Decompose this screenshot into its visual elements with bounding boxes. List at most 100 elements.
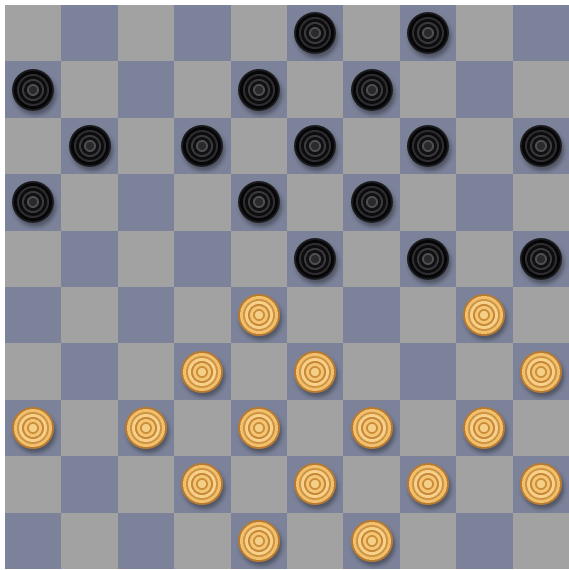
- board-square[interactable]: [231, 287, 287, 343]
- board-square[interactable]: [287, 231, 343, 287]
- board-square[interactable]: [5, 174, 61, 230]
- board-square[interactable]: [61, 61, 117, 117]
- board-square[interactable]: [174, 400, 230, 456]
- board-square[interactable]: [343, 231, 399, 287]
- board-square[interactable]: [400, 5, 456, 61]
- board-square[interactable]: [118, 343, 174, 399]
- board-square[interactable]: [513, 118, 569, 174]
- board-square[interactable]: [118, 174, 174, 230]
- white-piece[interactable]: [294, 351, 336, 393]
- board-square[interactable]: [118, 287, 174, 343]
- board-square[interactable]: [5, 287, 61, 343]
- board-square[interactable]: [231, 343, 287, 399]
- board-square[interactable]: [456, 5, 512, 61]
- board-square[interactable]: [513, 400, 569, 456]
- board-square[interactable]: [400, 118, 456, 174]
- board-square[interactable]: [61, 513, 117, 569]
- board-square[interactable]: [287, 174, 343, 230]
- black-piece[interactable]: [520, 238, 562, 280]
- board-square[interactable]: [118, 400, 174, 456]
- board-square[interactable]: [400, 343, 456, 399]
- board-square[interactable]: [456, 118, 512, 174]
- board-square[interactable]: [456, 287, 512, 343]
- board-square[interactable]: [287, 400, 343, 456]
- board-square[interactable]: [118, 5, 174, 61]
- board-square[interactable]: [287, 456, 343, 512]
- board-square[interactable]: [5, 343, 61, 399]
- board-square[interactable]: [174, 61, 230, 117]
- board-square[interactable]: [174, 513, 230, 569]
- board-square[interactable]: [287, 343, 343, 399]
- board-square[interactable]: [231, 174, 287, 230]
- black-piece[interactable]: [407, 238, 449, 280]
- board-square[interactable]: [5, 5, 61, 61]
- board-square[interactable]: [174, 287, 230, 343]
- board-square[interactable]: [513, 343, 569, 399]
- white-piece[interactable]: [520, 463, 562, 505]
- board-square[interactable]: [513, 61, 569, 117]
- board-square[interactable]: [513, 231, 569, 287]
- board-square[interactable]: [287, 513, 343, 569]
- white-piece[interactable]: [294, 463, 336, 505]
- board-square[interactable]: [343, 343, 399, 399]
- board-square[interactable]: [343, 118, 399, 174]
- black-piece[interactable]: [351, 181, 393, 223]
- board-square[interactable]: [231, 61, 287, 117]
- board-square[interactable]: [61, 287, 117, 343]
- board-square[interactable]: [61, 231, 117, 287]
- white-piece[interactable]: [238, 407, 280, 449]
- board-square[interactable]: [287, 5, 343, 61]
- white-piece[interactable]: [463, 407, 505, 449]
- board-square[interactable]: [231, 5, 287, 61]
- white-piece[interactable]: [238, 294, 280, 336]
- black-piece[interactable]: [520, 125, 562, 167]
- board-square[interactable]: [513, 287, 569, 343]
- board-square[interactable]: [118, 513, 174, 569]
- board-square[interactable]: [5, 400, 61, 456]
- white-piece[interactable]: [12, 407, 54, 449]
- board-square[interactable]: [456, 61, 512, 117]
- board-square[interactable]: [343, 513, 399, 569]
- white-piece[interactable]: [181, 351, 223, 393]
- white-piece[interactable]: [351, 407, 393, 449]
- black-piece[interactable]: [407, 12, 449, 54]
- white-piece[interactable]: [181, 463, 223, 505]
- board-square[interactable]: [231, 400, 287, 456]
- board-square[interactable]: [456, 231, 512, 287]
- board-square[interactable]: [287, 287, 343, 343]
- board-square[interactable]: [400, 456, 456, 512]
- board-square[interactable]: [400, 174, 456, 230]
- board-square[interactable]: [231, 118, 287, 174]
- board-square[interactable]: [61, 400, 117, 456]
- board-square[interactable]: [343, 456, 399, 512]
- board-square[interactable]: [287, 61, 343, 117]
- board-square[interactable]: [343, 61, 399, 117]
- board-square[interactable]: [456, 174, 512, 230]
- black-piece[interactable]: [12, 181, 54, 223]
- white-piece[interactable]: [351, 520, 393, 562]
- board-square[interactable]: [400, 231, 456, 287]
- black-piece[interactable]: [181, 125, 223, 167]
- board-square[interactable]: [513, 513, 569, 569]
- board-square[interactable]: [61, 118, 117, 174]
- board-square[interactable]: [5, 118, 61, 174]
- black-piece[interactable]: [238, 181, 280, 223]
- black-piece[interactable]: [351, 69, 393, 111]
- board-square[interactable]: [118, 118, 174, 174]
- board-square[interactable]: [400, 287, 456, 343]
- board-square[interactable]: [343, 5, 399, 61]
- board-square[interactable]: [400, 513, 456, 569]
- board-square[interactable]: [400, 61, 456, 117]
- board-square[interactable]: [174, 231, 230, 287]
- board-square[interactable]: [174, 343, 230, 399]
- white-piece[interactable]: [520, 351, 562, 393]
- board-square[interactable]: [343, 287, 399, 343]
- board-square[interactable]: [343, 174, 399, 230]
- white-piece[interactable]: [407, 463, 449, 505]
- board-square[interactable]: [231, 513, 287, 569]
- board-square[interactable]: [456, 513, 512, 569]
- white-piece[interactable]: [238, 520, 280, 562]
- white-piece[interactable]: [125, 407, 167, 449]
- board-square[interactable]: [118, 231, 174, 287]
- white-piece[interactable]: [463, 294, 505, 336]
